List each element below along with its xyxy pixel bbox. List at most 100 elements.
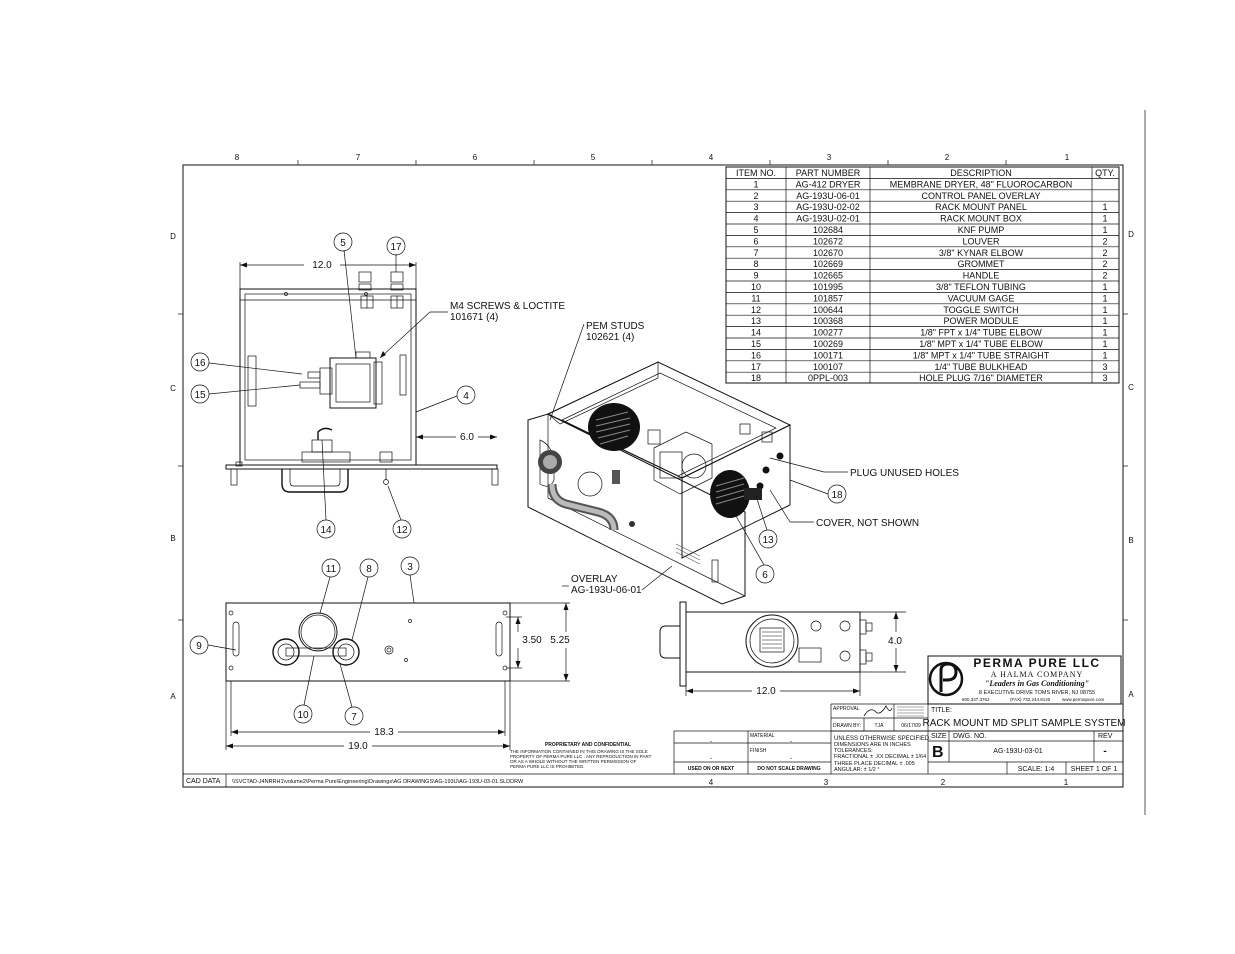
note-m4-screws-part: 101671 (4) — [450, 312, 498, 323]
company-subsidiary: A HALMA COMPANY — [991, 670, 1084, 679]
bom-item-no: 16 — [751, 350, 761, 360]
material-value: - — [790, 739, 792, 745]
note-m4-screws: M4 SCREWS & LOCTITE — [450, 301, 565, 312]
bom-qty: 1 — [1102, 328, 1107, 338]
bom-description: RACK MOUNT PANEL — [935, 202, 1027, 212]
balloon — [321, 558, 341, 578]
bom-part-number: 101995 — [813, 282, 843, 292]
bom-qty: 2 — [1102, 271, 1107, 281]
proprietary-text: PROPERTY OF PERMA PURE LLC . ANY REPRODU… — [510, 754, 652, 759]
drawing-frame — [182, 164, 1124, 788]
balloon-number: 7 — [351, 712, 357, 723]
revision: - — [1103, 746, 1106, 757]
bom-item-no: 10 — [751, 282, 761, 292]
company-tagline: "Leaders in Gas Conditioning" — [985, 679, 1089, 688]
zone-label: 2 — [945, 153, 950, 162]
bom-qty: 1 — [1102, 305, 1107, 315]
dim-box-depth: 12.0 — [756, 686, 776, 697]
balloon-number: 13 — [762, 535, 774, 546]
bom-item-no: 13 — [751, 316, 761, 326]
zone-label: 5 — [591, 153, 596, 162]
approval-signature-icon — [863, 705, 893, 717]
bom-qty: 1 — [1102, 293, 1107, 303]
bom-description: GROMMET — [958, 259, 1005, 269]
bom-item-no: 18 — [751, 373, 761, 383]
bom-description: MEMBRANE DRYER, 48" FLUOROCARBON — [890, 179, 1073, 189]
bom-header: DESCRIPTION — [950, 168, 1012, 178]
perma-pure-logo-icon — [928, 661, 964, 697]
side-zone-labels: D C B A D C B A — [170, 230, 1134, 701]
zone-label: 3 — [824, 778, 829, 787]
sheet-number: SHEET 1 OF 1 — [1071, 766, 1118, 773]
zone-label: A — [1128, 690, 1134, 699]
balloon-number: 11 — [326, 564, 337, 575]
bom-part-number: 100277 — [813, 328, 843, 338]
balloon-number: 8 — [366, 564, 372, 575]
zone-label: 8 — [235, 153, 240, 162]
bom-description: HANDLE — [963, 271, 1000, 281]
balloon — [190, 352, 210, 372]
bom-item-no: 15 — [751, 339, 761, 349]
bom-description: KNF PUMP — [958, 225, 1005, 235]
balloon-number: 9 — [196, 641, 202, 652]
bom-item-no: 5 — [753, 225, 758, 235]
bom-qty: 1 — [1102, 202, 1107, 212]
top-zone-labels: 8 7 6 5 4 3 2 1 — [235, 153, 1070, 162]
company-address: 8 EXECUTIVE DRIVE TOMS RIVER, NJ 08755 — [979, 690, 1095, 696]
balloon-number: 3 — [407, 562, 413, 573]
bom-qty: 1 — [1102, 316, 1107, 326]
dim-mount-hole-spacing: 3.50 — [522, 635, 542, 646]
balloon — [755, 564, 775, 584]
bom-part-number: 100171 — [813, 350, 843, 360]
zone-label: 4 — [709, 153, 714, 162]
used-on-value: - — [710, 756, 712, 762]
bom-qty: 1 — [1102, 225, 1107, 235]
balloon — [293, 704, 313, 724]
front-view: 3.50 5.25 18.3 19.0 11 8 3 9 10 7 — [189, 556, 570, 752]
finish-value: - — [790, 756, 792, 762]
title-block: PERMA PURE LLC A HALMA COMPANY "Leaders … — [510, 655, 1126, 775]
approval-label: APPROVAL — [833, 706, 860, 712]
zone-label: 6 — [473, 153, 478, 162]
tolerance-note: THREE PLACE DECIMAL ± .005 — [834, 761, 915, 767]
zone-label: B — [1128, 536, 1133, 545]
bom-qty: 3 — [1102, 373, 1107, 383]
bom-description: 1/8" MPT x 1/4" TUBE ELBOW — [919, 339, 1043, 349]
tolerance-note: FRACTIONAL ± .XX DECIMAL ± 1/64 — [834, 754, 926, 760]
bom-qty: 2 — [1102, 248, 1107, 258]
bom-item-no: 17 — [751, 362, 761, 372]
size-label: SIZE — [931, 733, 947, 740]
bom-description: POWER MODULE — [943, 316, 1018, 326]
proprietary-title: PROPRIETARY AND CONFIDENTIAL — [545, 742, 631, 748]
drawing-scale: SCALE: 1:4 — [1018, 766, 1055, 773]
note-plug-unused-holes: PLUG UNUSED HOLES — [850, 468, 959, 479]
bom-part-number: 100269 — [813, 339, 843, 349]
note-cover-not-shown: COVER, NOT SHOWN — [816, 518, 919, 529]
zone-label: C — [170, 384, 176, 393]
title-label: TITLE: — [931, 707, 952, 714]
bom-item-no: 4 — [753, 214, 758, 224]
balloon-number: 5 — [340, 238, 346, 249]
dim-hole-width: 18.3 — [374, 727, 394, 738]
finish-label: FINISH — [750, 748, 767, 754]
top-view: 12.0 6.0 M4 SCREWS & LOCTITE 101671 (4) … — [190, 232, 565, 539]
balloon — [827, 484, 847, 504]
proprietary-text: THE INFORMATION CONTAINED IN THIS DRAWIN… — [510, 749, 648, 754]
drawing-title: RACK MOUNT MD SPLIT SAMPLE SYSTEM — [922, 718, 1125, 729]
balloon-number: 4 — [463, 391, 469, 402]
bom-description: RACK MOUNT BOX — [940, 214, 1022, 224]
bom-part-number: AG-193U-06-01 — [796, 191, 860, 201]
bom-header: QTY. — [1095, 168, 1115, 178]
balloon-number: 14 — [320, 525, 332, 536]
zone-label: B — [170, 534, 175, 543]
bottom-zone-labels: 4 3 2 1 — [709, 778, 1069, 787]
balloon-number: 15 — [194, 390, 206, 401]
balloon-number: 17 — [390, 242, 402, 253]
balloon-number: 10 — [297, 710, 309, 721]
bom-part-number: AG-193U-02-01 — [796, 214, 860, 224]
